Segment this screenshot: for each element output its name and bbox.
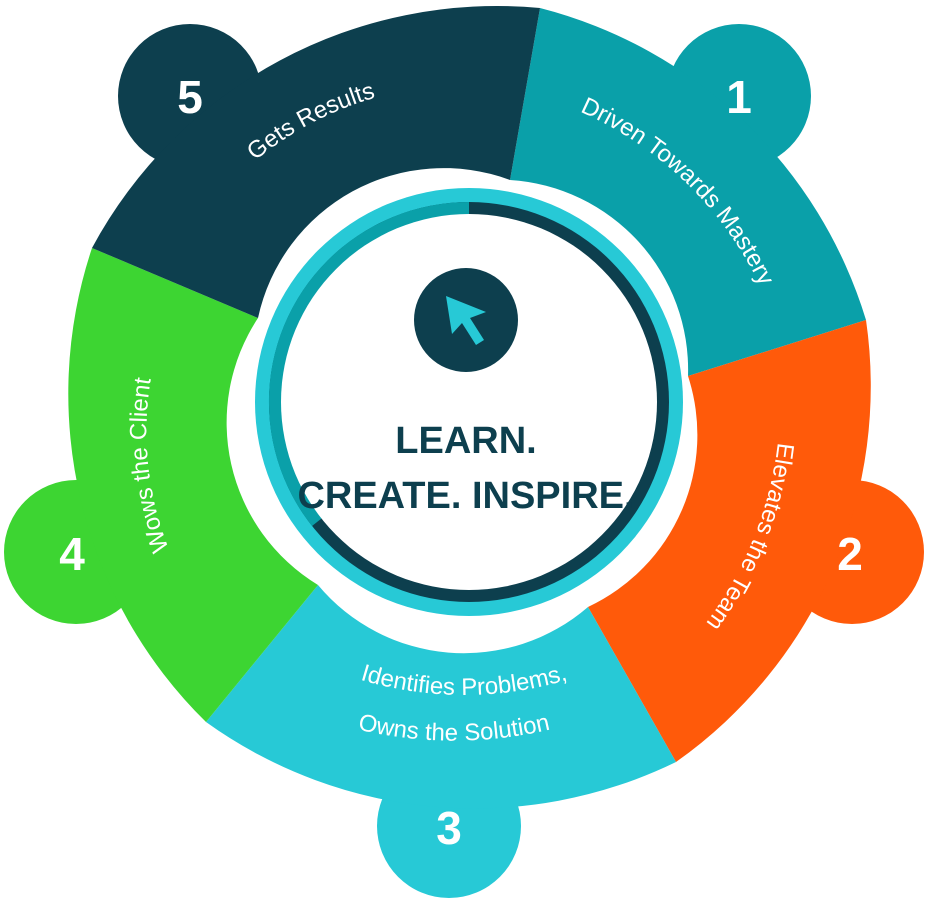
segment-5 [92, 5, 540, 318]
segment-5-wedge [92, 5, 540, 318]
segment-3-wedge [206, 585, 676, 809]
segment-4 [4, 248, 318, 722]
segment-2 [588, 320, 924, 762]
segment-2-number: 2 [837, 528, 863, 580]
segment-1-number: 1 [726, 71, 752, 123]
segment-4-number: 4 [59, 528, 85, 580]
segment-4-wedge [68, 248, 318, 722]
center-title-line1: LEARN. [395, 420, 536, 462]
center-disc [281, 214, 657, 590]
cursor-arrow-icon [414, 268, 518, 372]
center-title-line2: CREATE. INSPIRE. [297, 475, 634, 517]
segment-1 [510, 8, 866, 376]
segment-3 [206, 585, 676, 898]
segment-1-wedge [510, 8, 866, 376]
segment-3-number: 3 [436, 802, 462, 854]
segment-2-wedge [588, 320, 871, 762]
segment-5-number: 5 [177, 71, 203, 123]
